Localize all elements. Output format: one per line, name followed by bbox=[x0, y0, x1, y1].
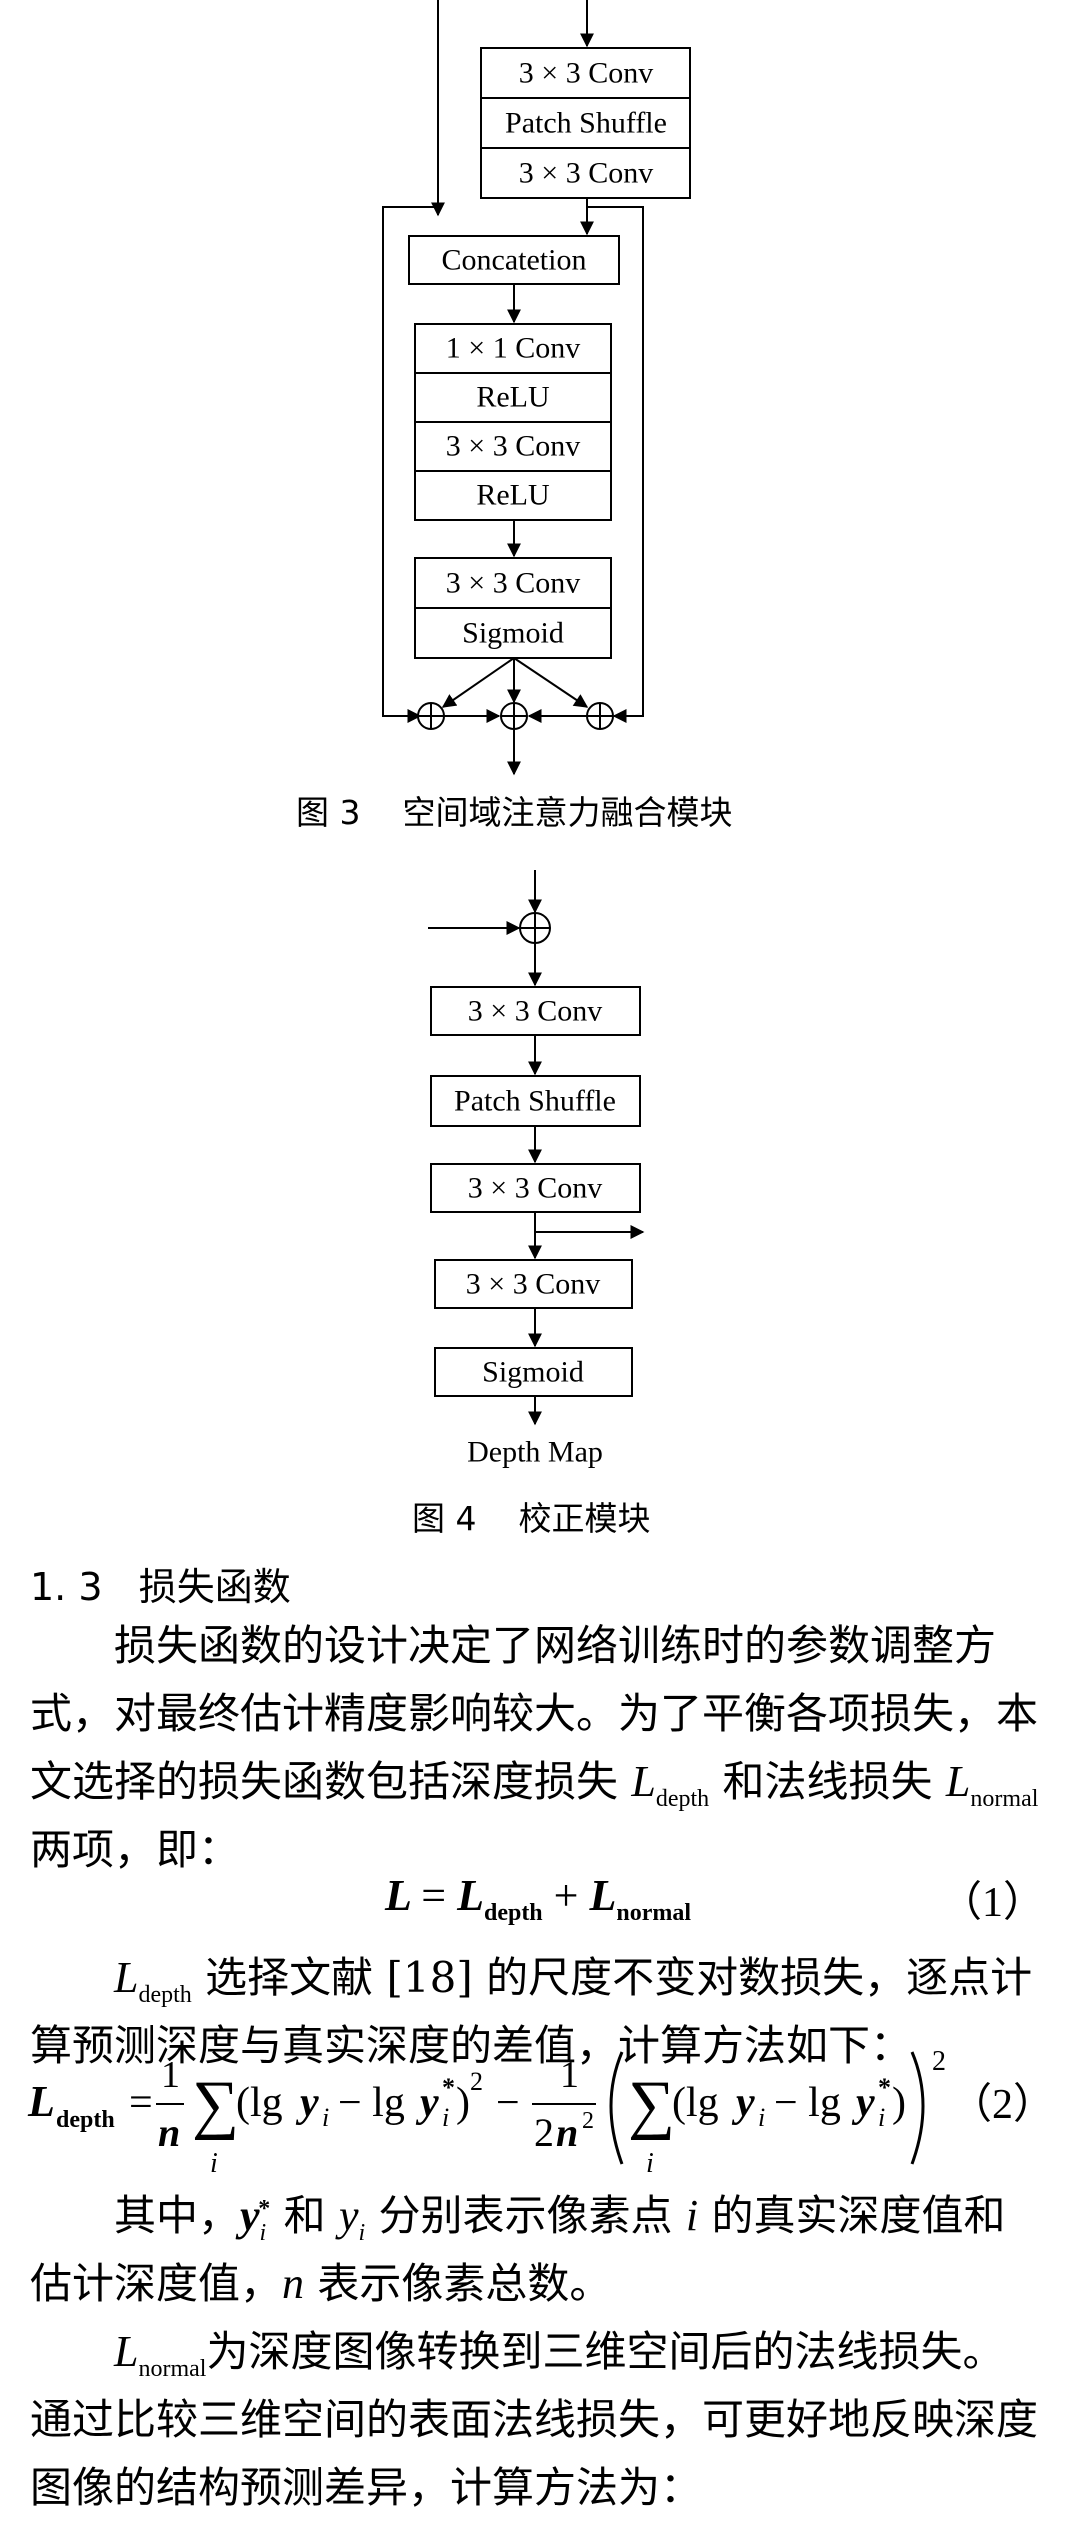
fig3-label-patch-shuffle: Patch Shuffle bbox=[505, 107, 667, 140]
paragraph-normal-loss: Lnormal为深度图像转换到三维空间后的法线损失。通过比较三维空间的表面法线损… bbox=[30, 2327, 1039, 2512]
section-number: 1. 3 bbox=[30, 1565, 103, 1609]
fig3-top-box-group bbox=[480, 47, 691, 199]
fig4-box-conv3-c bbox=[434, 1259, 633, 1309]
fig3-add-node-left bbox=[417, 702, 445, 730]
fig4-label-conv3-a: 3 × 3 Conv bbox=[468, 995, 602, 1028]
fig3-concat-box bbox=[408, 235, 620, 285]
fig4-box-conv3-b bbox=[430, 1163, 641, 1213]
fig3-label-concat: Concatetion bbox=[442, 244, 587, 277]
fig4-box-conv3-a bbox=[430, 986, 641, 1036]
equation-1: L = Ldepth + Lnormal bbox=[385, 1871, 692, 1926]
fig3-label-relu-b: ReLU bbox=[476, 479, 550, 512]
fig3-add-node-right bbox=[586, 702, 614, 730]
fig3-add-node-center bbox=[500, 702, 528, 730]
fig4-label-sigmoid: Sigmoid bbox=[482, 1356, 584, 1389]
fig4-add-node bbox=[519, 912, 551, 944]
fig3-label-conv1: 1 × 1 Conv bbox=[446, 332, 580, 365]
fig3-caption: 图 3 空间域注意力融合模块 bbox=[296, 793, 733, 832]
fig3-label-sigmoid: Sigmoid bbox=[462, 617, 564, 650]
fig4-label-conv3-b: 3 × 3 Conv bbox=[468, 1172, 602, 1205]
fig4-label-patch-shuffle: Patch Shuffle bbox=[454, 1085, 616, 1118]
fig3-label-conv3-c: 3 × 3 Conv bbox=[446, 430, 580, 463]
paragraph-symbol-definitions: 其中，yi* 和 yi 分别表示像素点 i 的真实深度值和估计深度值，n 表示像… bbox=[30, 2191, 1006, 2308]
fig3-label-conv3-b: 3 × 3 Conv bbox=[519, 157, 653, 190]
fig3-left-skip-line bbox=[382, 206, 438, 723]
fig4-label-conv3-c: 3 × 3 Conv bbox=[466, 1268, 600, 1301]
fig3-right-skip-line bbox=[587, 206, 644, 723]
fig3-label-conv3-d: 3 × 3 Conv bbox=[446, 567, 580, 600]
section-heading: 1. 3 损失函数 bbox=[30, 1556, 291, 1611]
fig4-box-sigmoid bbox=[434, 1347, 633, 1397]
fig4-caption: 图 4 校正模块 bbox=[412, 1499, 651, 1538]
equation-1-number: （1） bbox=[940, 1880, 1046, 1926]
fig3-label-relu-a: ReLU bbox=[476, 381, 550, 414]
paragraph-loss-intro: 损失函数的设计决定了网络训练时的参数调整方式，对最终估计精度影响较大。为了平衡各… bbox=[30, 1621, 1039, 1874]
fig3-label-conv3-a: 3 × 3 Conv bbox=[519, 57, 653, 90]
fig4-label-depth-map: Depth Map bbox=[467, 1436, 603, 1469]
paragraph-depth-loss: Ldepth 选择文献 [18] 的尺度不变对数损失，逐点计算预测深度与真实深度… bbox=[30, 1953, 1033, 2070]
section-title: 损失函数 bbox=[138, 1565, 291, 1609]
fig4-box-patch-shuffle bbox=[430, 1075, 641, 1127]
